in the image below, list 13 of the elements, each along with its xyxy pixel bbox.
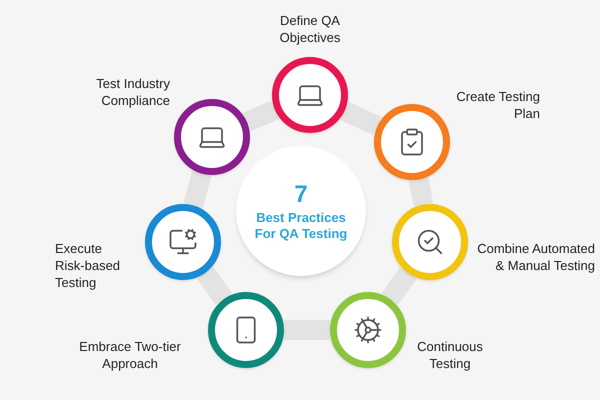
step-label: Execute Risk-based Testing bbox=[55, 240, 122, 291]
step-label: Continuous Testing bbox=[416, 338, 484, 372]
title-text: Best Practices For QA Testing bbox=[254, 210, 348, 242]
connector-band bbox=[408, 178, 434, 206]
step-label: Define QA Objectives bbox=[278, 12, 342, 46]
step-label: Test Industry Compliance bbox=[95, 75, 170, 109]
connector-band bbox=[382, 267, 416, 305]
connector-band bbox=[197, 267, 232, 305]
number-heading: 7 bbox=[294, 180, 308, 210]
step-label: Combine Automated & Manual Testing bbox=[477, 240, 595, 274]
step-label: Create Testing Plan bbox=[455, 88, 540, 122]
connector-band bbox=[284, 320, 330, 340]
step-label: Embrace Two-tier Approach bbox=[78, 338, 182, 372]
